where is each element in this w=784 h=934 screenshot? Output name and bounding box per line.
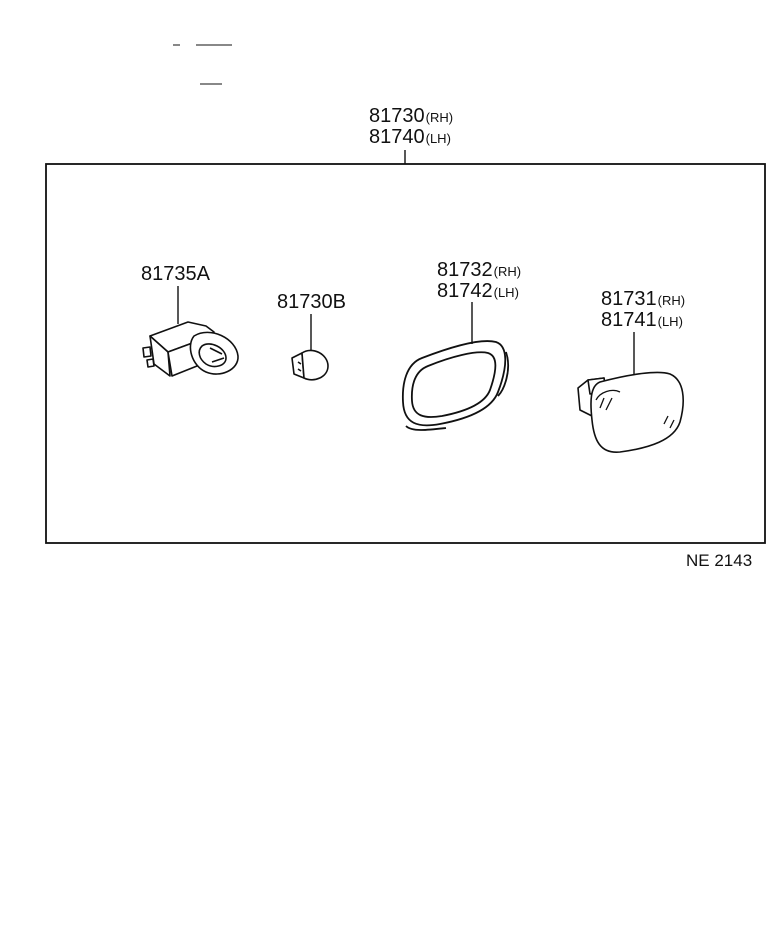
- bulb-part-number: 81730B: [277, 291, 346, 313]
- gasket-icon: [401, 340, 510, 431]
- assembly-number-rh: 81730: [369, 105, 425, 127]
- gasket-suffix-lh: (LH): [493, 285, 519, 300]
- socket-part-number: 81735A: [141, 263, 210, 285]
- lens-part-number-rh: 81731(RH): [601, 289, 685, 309]
- gasket-part-number-lh: 81742(LH): [437, 281, 519, 301]
- lens-icon: [577, 371, 684, 453]
- gasket-suffix-rh: (RH): [493, 264, 522, 279]
- lens-suffix-lh: (LH): [657, 314, 683, 329]
- assembly-part-number-rh: 81730(RH): [369, 106, 453, 126]
- assembly-suffix-lh: (LH): [425, 131, 451, 146]
- lens-suffix-rh: (RH): [657, 293, 686, 308]
- socket-icon: [142, 321, 239, 377]
- diagram-code: NE 2143: [686, 551, 753, 570]
- assembly-suffix-rh: (RH): [425, 110, 454, 125]
- gasket-number-rh: 81732: [437, 259, 493, 281]
- leader-lines: [177, 150, 635, 378]
- scan-marks: [173, 44, 232, 85]
- lens-number-lh: 81741: [601, 309, 657, 331]
- gasket-number-lh: 81742: [437, 280, 493, 302]
- assembly-number-lh: 81740: [369, 126, 425, 148]
- lens-number-rh: 81731: [601, 288, 657, 310]
- gasket-part-number-rh: 81732(RH): [437, 260, 521, 280]
- bulb-icon: [291, 349, 329, 381]
- assembly-part-number-lh: 81740(LH): [369, 127, 451, 147]
- lens-part-number-lh: 81741(LH): [601, 310, 683, 330]
